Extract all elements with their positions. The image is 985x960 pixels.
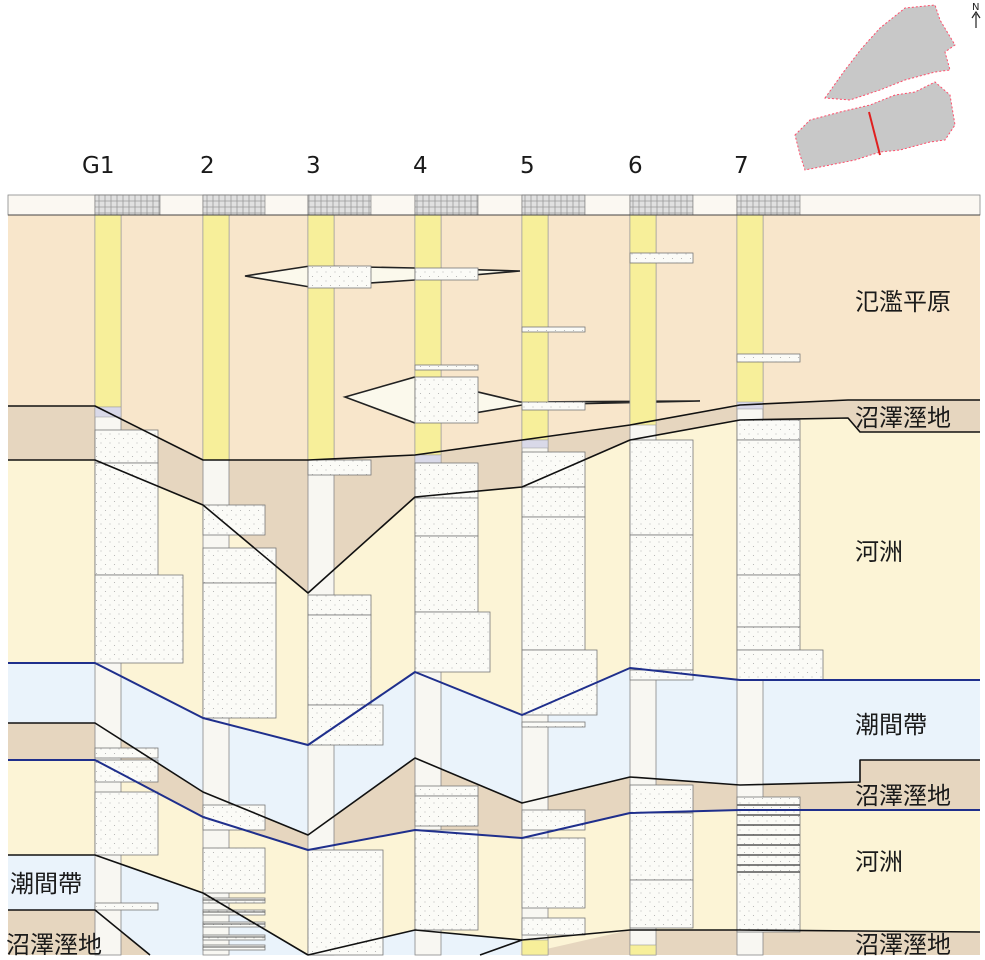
facies-labels: 氾濫平原 沼澤溼地 河洲 潮間帶 沼澤溼地 河洲 潮間帶 沼澤溼地 沼澤溼地 bbox=[6, 288, 951, 959]
marsh-top-line bbox=[8, 399, 980, 461]
north-arrow-icon: N bbox=[971, 2, 981, 28]
label-floodplain: 氾濫平原 bbox=[855, 288, 951, 316]
well-label-3: 3 bbox=[306, 153, 321, 179]
intertidal-top-line bbox=[8, 662, 980, 746]
label-bottom-marsh-left: 沼澤溼地 bbox=[6, 931, 102, 959]
map-north-island bbox=[824, 4, 956, 101]
bottom-center-line bbox=[307, 929, 523, 956]
fill-cap-2 bbox=[202, 194, 266, 216]
well-label-g1: G1 bbox=[82, 153, 114, 179]
label-upper-marsh: 沼澤溼地 bbox=[855, 404, 951, 432]
north-label: N bbox=[972, 2, 979, 13]
middle-marsh-top-line bbox=[8, 722, 980, 836]
map-south-island bbox=[794, 81, 956, 171]
label-lower-delta: 河洲 bbox=[855, 848, 903, 876]
label-middle-marsh: 沼澤溼地 bbox=[855, 782, 951, 810]
boundary-lines bbox=[8, 214, 981, 956]
bottom-right-marsh-line bbox=[479, 929, 981, 956]
fill-cap-6 bbox=[629, 194, 694, 216]
label-bottom-marsh-right: 沼澤溼地 bbox=[855, 931, 951, 959]
lower-delta-base-line bbox=[8, 854, 309, 956]
fill-cap-4 bbox=[414, 194, 479, 216]
well-label-7: 7 bbox=[734, 153, 749, 179]
marsh-base-line bbox=[8, 417, 980, 594]
location-map: N bbox=[794, 2, 981, 171]
fill-cap-5 bbox=[521, 194, 586, 216]
well-label-4: 4 bbox=[413, 153, 428, 179]
fill-cap-g1 bbox=[94, 194, 161, 216]
well-label-2: 2 bbox=[200, 153, 215, 179]
bottom-left-marsh-line bbox=[8, 909, 151, 956]
well-columns bbox=[94, 194, 824, 956]
well-label-5: 5 bbox=[520, 153, 535, 179]
label-intertidal-left: 潮間帶 bbox=[10, 870, 82, 898]
laminations-7 bbox=[737, 804, 800, 873]
map-section-line bbox=[868, 111, 881, 156]
well-label-6: 6 bbox=[628, 153, 643, 179]
fill-cap-3 bbox=[307, 194, 372, 216]
middle-marsh-base-line bbox=[8, 759, 980, 851]
label-intertidal-right: 潮間帶 bbox=[855, 711, 927, 739]
label-upper-delta: 河洲 bbox=[855, 538, 903, 566]
fill-cap-7 bbox=[736, 194, 801, 216]
well-labels: G1 2 3 4 5 6 7 bbox=[82, 153, 749, 179]
